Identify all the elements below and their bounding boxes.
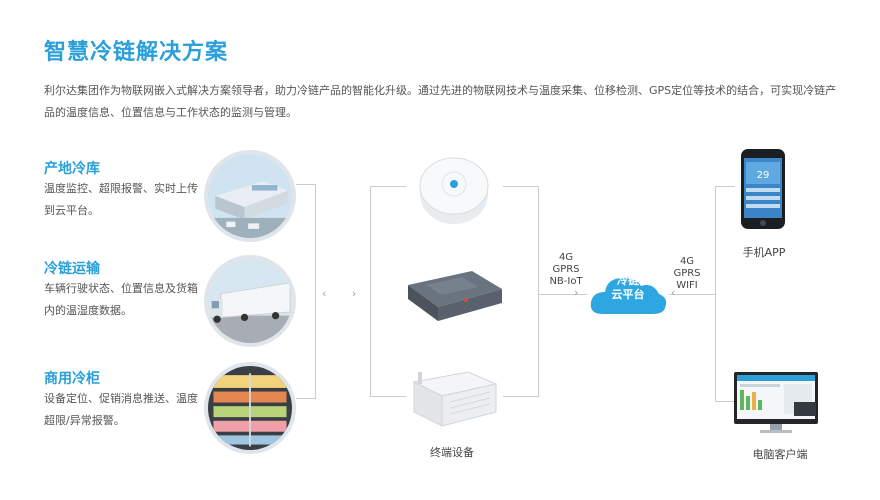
scene-title-cold-storage: 产地冷库 <box>44 161 100 177</box>
cloud-label-line2: 云平台 <box>611 288 645 301</box>
cold-storage-image <box>204 150 296 242</box>
left-protocol-4g: 4G <box>558 252 574 263</box>
device-bracket-line <box>370 186 371 396</box>
scene-title-freezer: 商用冷柜 <box>44 371 100 387</box>
device-bracket-right-bottom <box>503 396 539 397</box>
scene-desc-freezer: 设备定位、促销消息推送、温度超限/异常报警。 <box>44 392 198 427</box>
cold-storage-illustration <box>208 154 292 238</box>
right-protocol-list: 4G GPRS WIFI <box>664 256 710 292</box>
scene-bracket-top <box>296 184 315 185</box>
right-protocol-4g: 4G <box>679 256 695 267</box>
scene-bracket-line <box>315 184 316 399</box>
phone-screen-value: 29 <box>757 170 770 181</box>
round-sensor-icon <box>419 157 489 224</box>
terminal-device <box>408 366 500 430</box>
mobile-app-label: 手机APP <box>742 246 786 259</box>
right-protocol-wifi: WIFI <box>676 280 698 291</box>
devices-label: 终端设备 <box>430 446 474 459</box>
cloud-icon <box>590 277 667 314</box>
cloud-label-line1: 冷链 <box>617 274 639 287</box>
client-bracket-bottom <box>715 401 735 402</box>
freezer-image <box>204 362 296 454</box>
left-arrow-icon: ‹ <box>322 287 327 300</box>
left-protocol-list: 4G GPRS NB-IoT <box>540 252 592 288</box>
left-protocol-nbiot: NB-IoT <box>549 276 583 287</box>
client-bracket-line <box>715 186 716 402</box>
pc-client-label: 电脑客户端 <box>752 448 808 461</box>
page-title: 智慧冷链解决方案 <box>44 40 229 65</box>
cloud-platform-label: 冷链 云平台 <box>587 274 669 302</box>
device-bracket-bottom <box>370 396 406 397</box>
device-bracket-right-top <box>503 186 539 187</box>
device-to-cloud-line <box>539 294 587 295</box>
phone-icon: 29 <box>741 149 785 229</box>
monitor-icon <box>734 372 818 433</box>
mobile-phone-device: 29 <box>740 148 786 230</box>
device-bracket-right-line <box>538 186 539 396</box>
pc-monitor-device <box>732 370 820 436</box>
scene-title-transport: 冷链运输 <box>44 261 100 277</box>
scene-desc-transport: 车辆行驶状态、位置信息及货箱内的温湿度数据。 <box>44 282 198 317</box>
cloud-to-client-line <box>669 294 715 295</box>
terminal-icon <box>412 371 498 427</box>
transport-image <box>204 255 296 347</box>
left-protocol-gprs: GPRS <box>552 264 580 275</box>
client-bracket-top <box>715 186 735 187</box>
scene-bracket-bottom <box>296 398 315 399</box>
right-protocol-gprs: GPRS <box>673 268 701 279</box>
gateway-icon <box>408 271 502 321</box>
cloud-right-arrow-icon: ‹ <box>671 286 676 299</box>
intro-paragraph: 利尔达集团作为物联网嵌入式解决方案领导者，助力冷链产品的智能化升级。通过先进的物… <box>44 84 837 119</box>
scene-desc-cold-storage: 温度监控、超限报警、实时上传到云平台。 <box>44 182 198 217</box>
freezer-illustration <box>208 366 292 450</box>
right-arrow-icon: › <box>352 287 357 300</box>
device-bracket-top <box>370 186 406 187</box>
truck-illustration <box>208 259 292 343</box>
round-sensor-device <box>414 150 494 230</box>
gateway-device <box>402 263 506 329</box>
cloud-left-arrow-icon: › <box>574 286 579 299</box>
